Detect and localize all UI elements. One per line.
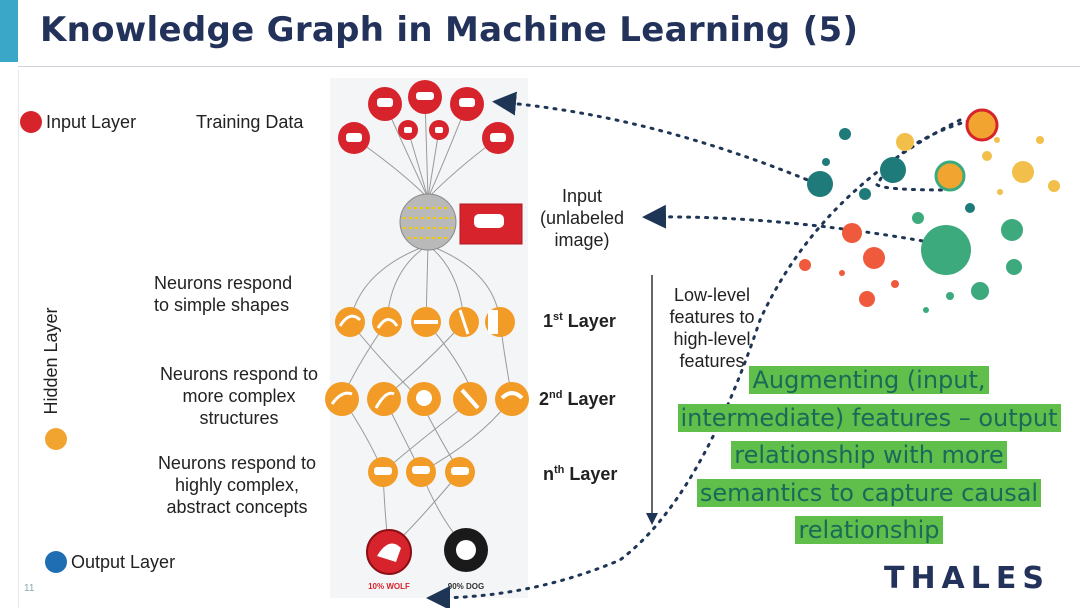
input-layer-label: Input Layer — [46, 112, 137, 132]
first-layer-neurons — [335, 307, 515, 337]
page-title: Knowledge Graph in Machine Learning (5) — [40, 10, 859, 50]
knowledge-links — [426, 91, 980, 608]
network-panel — [330, 78, 528, 598]
side-divider — [18, 70, 19, 608]
training-animal-icons — [346, 92, 506, 142]
low-to-high-label: Low-level features to high-level feature… — [669, 285, 755, 371]
input-neuron — [399, 193, 457, 251]
nth-layer-label: nth Layer — [543, 464, 618, 484]
title-divider — [18, 66, 1080, 67]
neurons-abstract-label: Neurons respond to highly complex, abstr… — [157, 453, 317, 517]
output-layer-dot — [45, 551, 67, 573]
title-accent-bar — [0, 0, 18, 62]
thales-logo: THALES — [883, 561, 1050, 596]
input-unlabeled-label: Input (unlabeled image) — [539, 186, 625, 250]
dog-icon — [456, 540, 476, 560]
second-layer-neurons — [325, 382, 529, 416]
augment-highlight: Augmenting (input, intermediate) feature… — [664, 362, 1074, 550]
input-neuron-grid — [403, 207, 453, 239]
nth-layer-neurons — [368, 457, 475, 487]
first-layer-label: 1st Layer — [543, 311, 616, 331]
output-layer-label: Output Layer — [71, 552, 176, 572]
wolf-output-label: 10% WOLF — [368, 582, 410, 591]
input-layer-dot — [20, 111, 42, 133]
page-number: 11 — [24, 583, 35, 594]
wolf-icon — [377, 543, 401, 562]
second-layer-label: 2nd Layer — [539, 389, 616, 409]
neurons-simple-label: Neurons respond to simple shapes — [154, 273, 293, 315]
knowledge-graph — [799, 108, 1060, 313]
dog-silhouette-icon — [474, 214, 504, 228]
neurons-complex-label: Neurons respond to more complex structur… — [159, 364, 319, 428]
dog-output-label: 90% DOG — [448, 582, 484, 591]
hidden-layer-dot — [45, 428, 67, 450]
training-data-label: Training Data — [196, 112, 304, 132]
